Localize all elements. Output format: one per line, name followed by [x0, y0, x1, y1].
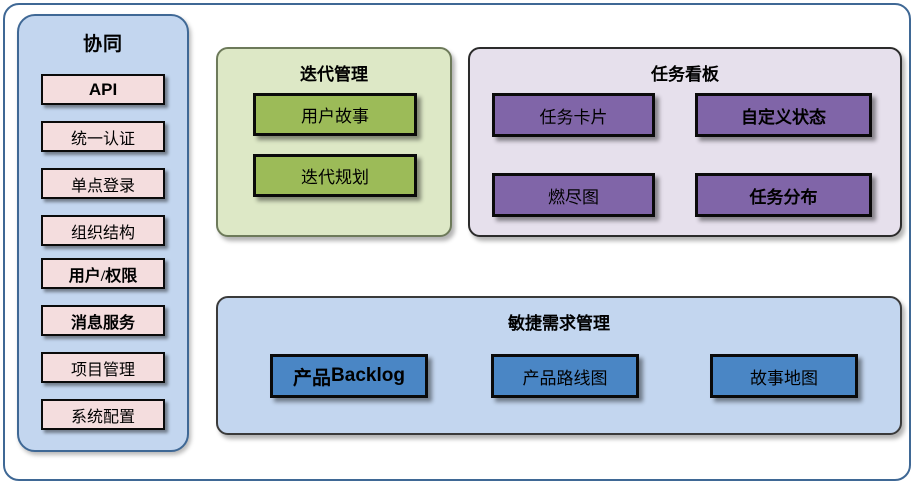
- panel-task-board: 任务看板 任务卡片 自定义状态 燃尽图 任务分布: [468, 47, 902, 237]
- panel-agile-title: 敏捷需求管理: [508, 314, 610, 333]
- panel-taskboard-title: 任务看板: [651, 65, 719, 84]
- sidebar-item-user-permission[interactable]: 用户/权限: [41, 258, 165, 289]
- sidebar-collaboration-group: 协同 API 统一认证 单点登录 组织结构 用户/权限 消息服务 项目管理 系统…: [17, 14, 189, 452]
- node-iteration-planning[interactable]: 迭代规划: [253, 154, 417, 197]
- node-task-card[interactable]: 任务卡片: [492, 93, 655, 137]
- sidebar-item-system-config[interactable]: 系统配置: [41, 399, 165, 430]
- node-story-map[interactable]: 故事地图: [710, 354, 858, 398]
- node-task-distribution[interactable]: 任务分布: [695, 173, 872, 217]
- panel-iteration-management: 迭代管理 用户故事 迭代规划: [216, 47, 452, 237]
- node-product-backlog-latin: Backlog: [331, 365, 405, 386]
- node-product-backlog-cjk: 产品: [293, 367, 332, 389]
- sidebar-item-single-sign-on[interactable]: 单点登录: [41, 168, 165, 199]
- sidebar-item-org-structure[interactable]: 组织结构: [41, 215, 165, 246]
- sidebar-item-project-management[interactable]: 项目管理: [41, 352, 165, 383]
- sidebar-title: 协同: [82, 34, 123, 55]
- sidebar-item-unified-auth[interactable]: 统一认证: [41, 121, 165, 152]
- sidebar-item-message-service[interactable]: 消息服务: [41, 305, 165, 336]
- node-custom-status[interactable]: 自定义状态: [695, 93, 872, 137]
- node-burndown-chart[interactable]: 燃尽图: [492, 173, 655, 217]
- panel-iteration-title: 迭代管理: [300, 65, 368, 84]
- node-product-roadmap[interactable]: 产品路线图: [491, 354, 639, 398]
- node-user-story[interactable]: 用户故事: [253, 93, 417, 136]
- sidebar-item-api[interactable]: API: [41, 74, 165, 105]
